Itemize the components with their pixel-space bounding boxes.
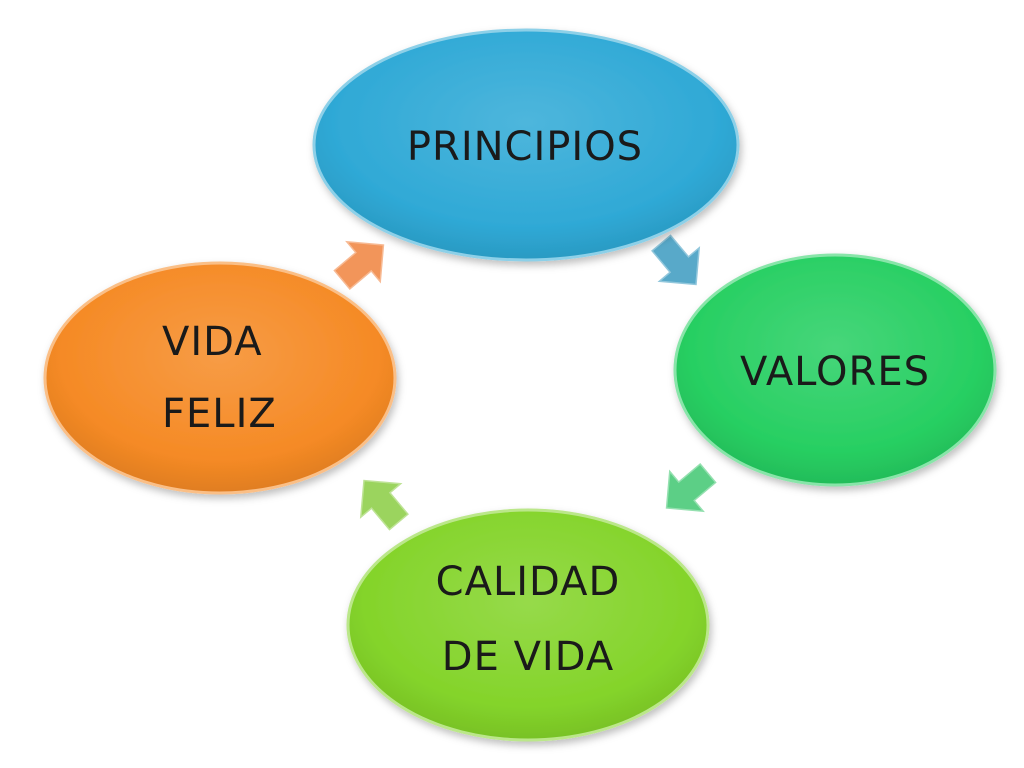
node-ellipse	[312, 28, 740, 262]
arrow-shape	[333, 240, 385, 290]
node-ellipse	[346, 508, 710, 742]
arrow-shape	[651, 234, 701, 286]
node-valores: VALORES	[673, 253, 997, 487]
node-label-line: CALIDAD	[436, 559, 621, 605]
arrow-shape	[665, 463, 717, 513]
node-label-line: VALORES	[740, 349, 930, 395]
node-label-line: PRINCIPIOS	[407, 124, 643, 170]
arrows-layer	[333, 234, 717, 531]
arrow-vida-feliz-to-principios	[333, 240, 385, 290]
arrow-calidad-de-vida-to-vida-feliz	[359, 479, 409, 531]
arrow-principios-to-valores	[651, 234, 701, 286]
node-label-line: DE VIDA	[442, 634, 614, 680]
node-vida-feliz: VIDA FELIZ	[43, 261, 397, 495]
node-ellipse	[673, 253, 997, 487]
arrow-shape	[359, 479, 409, 531]
node-calidad-de-vida: CALIDAD DE VIDA	[346, 508, 710, 742]
arrow-valores-to-calidad-de-vida	[665, 463, 717, 513]
node-ellipse	[43, 261, 397, 495]
node-principios: PRINCIPIOS	[312, 28, 740, 262]
node-label-line: VIDA	[162, 319, 263, 365]
nodes-layer: PRINCIPIOS VALORES CALIDAD DE VIDA VIDA FELIZ	[43, 28, 997, 742]
node-label-line: FELIZ	[162, 391, 277, 437]
